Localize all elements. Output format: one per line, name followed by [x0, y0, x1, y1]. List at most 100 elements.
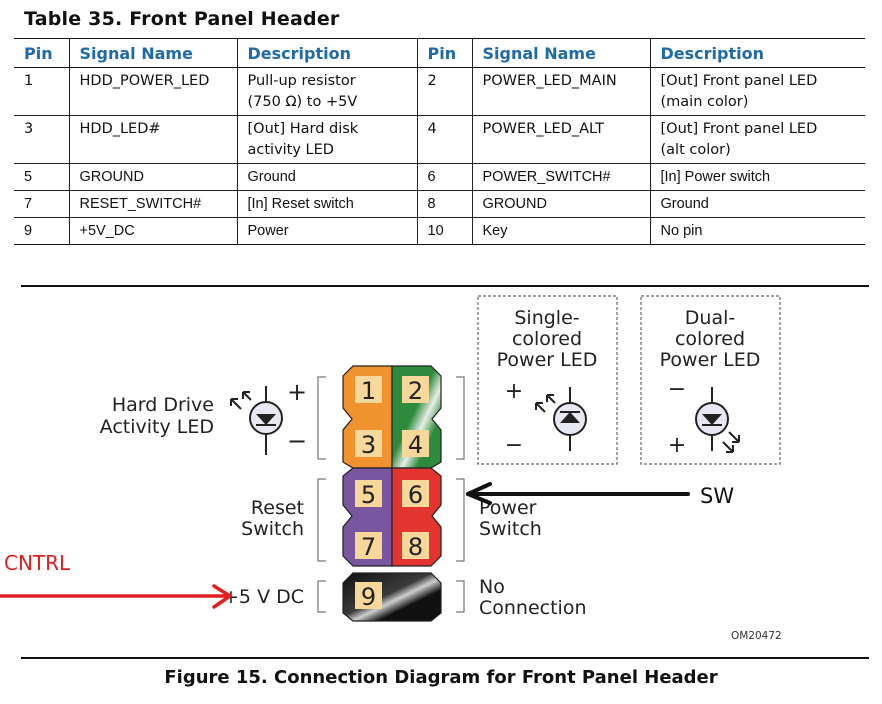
- single-led-minus-sign: −: [505, 433, 523, 458]
- dual-led-minus-sign: −: [668, 377, 686, 402]
- table-row: 9 +5V_DC Power 10 Key No pin: [14, 217, 865, 245]
- pin-cell: 9: [24, 223, 33, 239]
- pin-pad-7: [355, 532, 382, 559]
- table-row: 1 HDD_POWER_LED Pull-up resistor(750 Ω) …: [14, 67, 865, 116]
- pin-label-6: 6: [408, 481, 423, 509]
- col-header-description: Description: [649, 38, 865, 68]
- pin-pad-2: [402, 376, 429, 403]
- pin-label-2: 2: [408, 377, 423, 405]
- pin-cell: 4: [416, 115, 472, 164]
- description-cell: Ground: [236, 163, 417, 191]
- hdd-led-label-line2: Activity LED: [100, 416, 214, 438]
- pin-cell: 10: [416, 217, 472, 245]
- pin-label-9: 9: [361, 583, 376, 611]
- cntrl-annotation: CNTRL: [0, 551, 232, 609]
- no-connection-label-line1: No: [479, 576, 505, 598]
- pin-cell: 7: [24, 196, 33, 212]
- pin-pad-9: [355, 582, 382, 609]
- description-cell: [Out] Hard disk activity LED: [236, 115, 417, 164]
- col-header-signal-name: Signal Name: [68, 38, 237, 68]
- pin-cell: 2: [416, 67, 472, 116]
- description-line: activity LED: [247, 142, 334, 158]
- sw-annotation: SW: [466, 482, 734, 508]
- signal-cell: HDD_LED#: [68, 115, 237, 164]
- description-cell: No pin: [649, 217, 865, 245]
- bracket-right-power-switch: [456, 478, 465, 562]
- plus-5v-dc-label: +5 V DC: [223, 586, 304, 608]
- pin-pad-3: [355, 430, 382, 457]
- signal-cell: +5V_DC: [68, 217, 237, 245]
- col-header-pin: Pin: [24, 44, 53, 63]
- reset-switch-label-line1: Reset: [251, 497, 304, 519]
- power-switch-label-line2: Switch: [479, 518, 542, 540]
- pin-cell: 1: [24, 73, 34, 89]
- description-line: Pull-up resistor: [247, 73, 356, 89]
- signal-cell: POWER_SWITCH#: [471, 163, 650, 191]
- pin-pad-6: [402, 480, 429, 507]
- signal-cell: POWER_LED_ALT: [471, 115, 650, 164]
- header-connector: 1 2 3 4 5 6 7 8 9: [342, 365, 442, 622]
- pin-label-1: 1: [361, 377, 376, 405]
- bracket-left-hdd: [317, 376, 326, 460]
- single-led-label-line1: Single-: [514, 307, 579, 329]
- table-row: 5 GROUND Ground 6 POWER_SWITCH# [In] Pow…: [14, 163, 865, 191]
- reset-switch-label-line2: Switch: [241, 518, 304, 540]
- pin-pad-8: [402, 532, 429, 559]
- pin-cell: 3: [24, 121, 34, 137]
- description-cell: [In] Reset switch: [236, 190, 417, 218]
- dual-colored-power-led-box: Dual- colored Power LED − +: [640, 295, 781, 465]
- table-row: 3 HDD_LED# [Out] Hard disk activity LED 4…: [14, 115, 865, 164]
- dual-led-label-line2: colored: [675, 328, 745, 350]
- single-led-symbol-icon: [535, 387, 587, 451]
- bracket-right-no-connection: [456, 580, 465, 613]
- pin-pad-1: [355, 376, 382, 403]
- single-colored-power-led-box: Single- colored Power LED + −: [477, 295, 618, 465]
- pin-label-3: 3: [361, 431, 376, 459]
- dual-led-symbol-icon: [695, 387, 740, 453]
- figure-top-rule: [21, 285, 869, 287]
- description-cell: Power: [236, 217, 417, 245]
- pin-cell: 6: [416, 163, 472, 191]
- figure-caption: Figure 15. Connection Diagram for Front …: [164, 667, 718, 688]
- cntrl-annotation-label: CNTRL: [4, 551, 71, 575]
- hdd-plus-sign: +: [287, 378, 307, 406]
- pin-pad-5: [355, 480, 382, 507]
- description-line: (main color): [660, 94, 749, 110]
- single-led-label-line3: Power LED: [497, 349, 598, 371]
- description-line: (alt color): [660, 142, 731, 158]
- group-brackets: [317, 376, 465, 613]
- pin-pad-4: [402, 430, 429, 457]
- description-line: [Out] Front panel LED: [660, 121, 818, 137]
- description-line: [Out] Hard disk: [247, 121, 359, 137]
- pin-label-5: 5: [361, 481, 376, 509]
- table-row: 7 RESET_SWITCH# [In] Reset switch 8 GROU…: [14, 190, 865, 218]
- diagram-code: OM20472: [731, 630, 782, 642]
- description-cell: Pull-up resistor(750 Ω) to +5V: [236, 67, 417, 116]
- pin-label-7: 7: [361, 533, 376, 561]
- single-led-plus-sign: +: [505, 379, 523, 404]
- front-panel-header-table: Pin Signal Name Description Pin Signal N…: [14, 38, 865, 245]
- signal-cell: GROUND: [471, 190, 650, 218]
- pin-cell: 8: [416, 190, 472, 218]
- table-header-row: Pin Signal Name Description Pin Signal N…: [14, 38, 865, 68]
- dual-led-label-line1: Dual-: [685, 307, 735, 329]
- signal-cell: GROUND: [68, 163, 237, 191]
- signal-cell: HDD_POWER_LED: [68, 67, 237, 116]
- table-title: Table 35. Front Panel Header: [24, 8, 340, 30]
- description-line: [Out] Front panel LED: [660, 73, 818, 89]
- signal-cell: Key: [471, 217, 650, 245]
- description-cell: [Out] Front panel LED (main color): [649, 67, 865, 116]
- power-switch-label-line1: Power: [479, 497, 537, 519]
- dual-led-plus-sign: +: [668, 433, 686, 458]
- sw-annotation-label: SW: [700, 484, 734, 508]
- col-header-signal-name: Signal Name: [471, 38, 650, 68]
- hdd-minus-sign: −: [287, 427, 307, 455]
- description-cell: [Out] Front panel LED (alt color): [649, 115, 865, 164]
- description-cell: [In] Power switch: [649, 163, 865, 191]
- figure-bottom-rule: [21, 657, 869, 659]
- col-header-pin: Pin: [416, 38, 472, 68]
- signal-cell: RESET_SWITCH#: [68, 190, 237, 218]
- signal-cell: POWER_LED_MAIN: [471, 67, 650, 116]
- bracket-left-reset: [317, 478, 326, 562]
- pin-label-4: 4: [408, 431, 423, 459]
